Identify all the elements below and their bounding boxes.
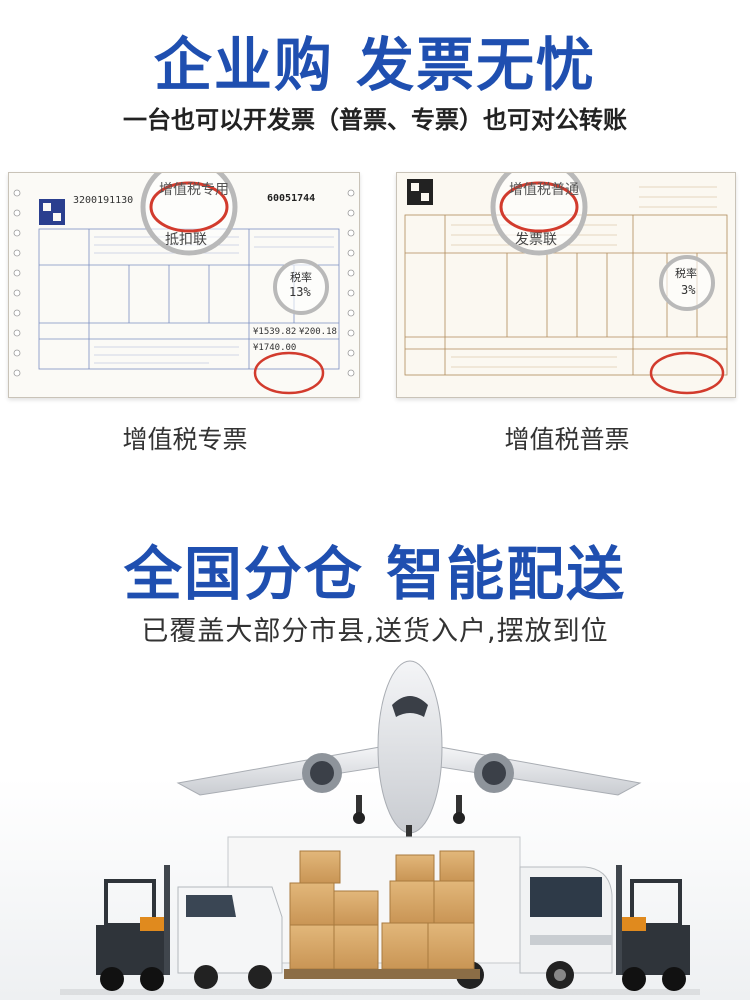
- vat-special-invoice-drawing: [13, 158, 355, 395]
- vat-ordinary-invoice-image: 增值税普通 发票联 税率 3%: [396, 158, 736, 398]
- tax-rate-value: 13%: [289, 285, 311, 299]
- tax-rate-label: 税率: [290, 271, 312, 284]
- invoice-amount: ¥1539.82: [253, 327, 297, 337]
- invoice-code: 3200191130: [73, 195, 134, 206]
- invoice-copy-label: 抵扣联: [165, 232, 207, 248]
- invoice-total: ¥1740.00: [253, 343, 297, 353]
- invoice-tax: ¥200.18: [299, 327, 337, 337]
- ordinary-tax-rate-value: 3%: [681, 283, 696, 297]
- ordinary-invoice-copy-label: 发票联: [515, 232, 557, 248]
- vat-ordinary-invoice-caption: 增值税普票: [504, 425, 630, 454]
- vat-special-invoice-image: 3200191130 60051744 增值税专用 抵扣联 税率 13% ¥15…: [8, 158, 360, 398]
- ordinary-invoice-seal-text: 增值税普通: [509, 182, 579, 198]
- invoice-number: 60051744: [267, 193, 316, 204]
- ordinary-tax-rate-label: 税率: [675, 267, 697, 280]
- invoice-seal-text: 增值税专用: [159, 182, 229, 198]
- invoice-headline: 企业购 发票无忧: [153, 31, 597, 99]
- vat-ordinary-invoice-drawing: [404, 158, 728, 395]
- delivery-subline: 已覆盖大部分市县,送货入户,摆放到位: [141, 616, 609, 647]
- delivery-headline: 全国分仓 智能配送: [123, 540, 627, 608]
- logistics-illustration: [60, 660, 700, 995]
- invoice-subline: 一台也可以开发票（普票、专票）也可对公转账: [123, 106, 627, 134]
- forklift-right-icon: [616, 865, 690, 991]
- vat-special-invoice-caption: 增值税专票: [122, 425, 248, 454]
- airplane-icon: [176, 660, 642, 839]
- forklift-left-icon: [96, 865, 170, 991]
- cargo-boxes-icon: [289, 850, 475, 970]
- van-icon: [177, 886, 283, 989]
- delivery-promo-section: 全国分仓 智能配送 已覆盖大部分市县,送货入户,摆放到位: [0, 505, 750, 1000]
- invoice-promo-section: 企业购 发票无忧 一台也可以开发票（普票、专票）也可对公转账: [8, 31, 736, 454]
